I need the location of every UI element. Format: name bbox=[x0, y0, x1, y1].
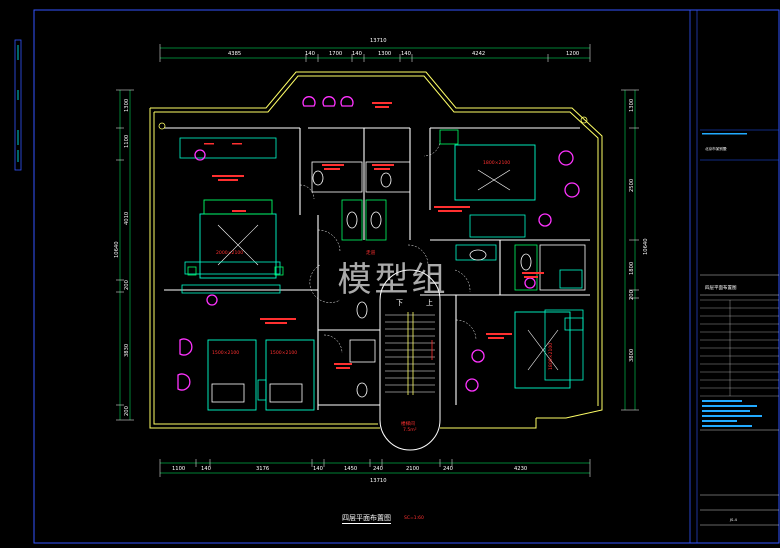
furniture-cabinets bbox=[179, 137, 584, 401]
dim-bottom-3: 3176 bbox=[256, 466, 269, 472]
drawing-scale: SC=1:60 bbox=[404, 516, 424, 521]
dim-top-total: 13710 bbox=[370, 38, 387, 44]
drawing-caption: 四层平面布置图 bbox=[342, 514, 391, 524]
dim-bottom-9: 4230 bbox=[514, 466, 527, 472]
building-outline bbox=[149, 71, 603, 429]
stair: 下 上 楼梯间 7.5m² bbox=[379, 269, 441, 451]
dim-right-1: 1300 bbox=[629, 99, 635, 112]
dim-top-2: 140 bbox=[305, 51, 315, 57]
dim-bottom-5: 1450 bbox=[344, 466, 357, 472]
dim-left-3: 4010 bbox=[124, 212, 130, 225]
dim-left-5: 3830 bbox=[124, 344, 130, 357]
dimension-ticks bbox=[116, 44, 639, 477]
dim-bottom-7: 2100 bbox=[406, 466, 419, 472]
watermark-text: 模型组 bbox=[337, 260, 449, 300]
dim-bottom-4: 140 bbox=[313, 466, 323, 472]
dim-bottom-8: 240 bbox=[443, 466, 453, 472]
dim-right-3: 1800 bbox=[629, 262, 635, 275]
furniture-misc bbox=[158, 116, 588, 403]
dim-top-8: 1200 bbox=[566, 51, 579, 57]
stair-area-size: 7.5m² bbox=[403, 427, 417, 433]
bed-size-c: 1500×2100 bbox=[212, 350, 239, 356]
room-annotations bbox=[204, 102, 544, 369]
title-block-title: 四层平面布置图 bbox=[705, 284, 737, 291]
dim-top-6: 140 bbox=[401, 51, 411, 57]
door-swings bbox=[299, 139, 477, 354]
dim-right-total: 10640 bbox=[643, 238, 649, 255]
dim-top-4: 140 bbox=[352, 51, 362, 57]
dim-top-7: 4242 bbox=[472, 51, 485, 57]
title-block-project: 北京市某别墅 bbox=[705, 146, 727, 151]
dimension-lines bbox=[119, 47, 636, 474]
title-block-drawing-no: JS-4 bbox=[729, 518, 738, 522]
dim-left-1: 1300 bbox=[124, 99, 130, 112]
bed-size-b: 2000×2100 bbox=[216, 250, 243, 256]
dim-bottom-total: 13710 bbox=[370, 478, 387, 484]
dim-left-total: 10640 bbox=[114, 241, 120, 258]
dim-bottom-2: 140 bbox=[201, 466, 211, 472]
stair-area-label: 楼梯间 bbox=[401, 420, 415, 427]
left-border-markers bbox=[14, 39, 22, 171]
bed-size-d: 1500×2100 bbox=[270, 350, 297, 356]
dim-right-5: 3800 bbox=[629, 349, 635, 362]
bathroom-fixtures bbox=[311, 161, 586, 398]
dim-bottom-6: 240 bbox=[373, 466, 383, 472]
dim-bottom-1: 1100 bbox=[172, 466, 185, 472]
furniture-chairs bbox=[177, 96, 580, 392]
bed-size-a: 1800×2100 bbox=[483, 160, 510, 166]
dim-left-6: 200 bbox=[124, 406, 130, 416]
stair-up-label: 上 bbox=[426, 298, 433, 307]
dim-top-3: 1700 bbox=[329, 51, 342, 57]
dim-left-2: 1100 bbox=[124, 135, 130, 148]
bed-size-e: 1800×2100 bbox=[548, 343, 554, 370]
dim-top-1: 4385 bbox=[228, 51, 241, 57]
bed-linens bbox=[217, 169, 559, 371]
dim-top-5: 1300 bbox=[378, 51, 391, 57]
corridor-label: 走道 bbox=[366, 249, 376, 256]
furniture-beds bbox=[199, 144, 571, 411]
dim-right-4: 200 bbox=[629, 290, 635, 300]
dim-left-4: 200 bbox=[124, 280, 130, 290]
stair-down-label: 下 bbox=[396, 299, 403, 307]
title-block: 北京市某别墅 四层平面布置图 JS-4 bbox=[689, 9, 780, 544]
dim-right-2: 2500 bbox=[629, 179, 635, 192]
